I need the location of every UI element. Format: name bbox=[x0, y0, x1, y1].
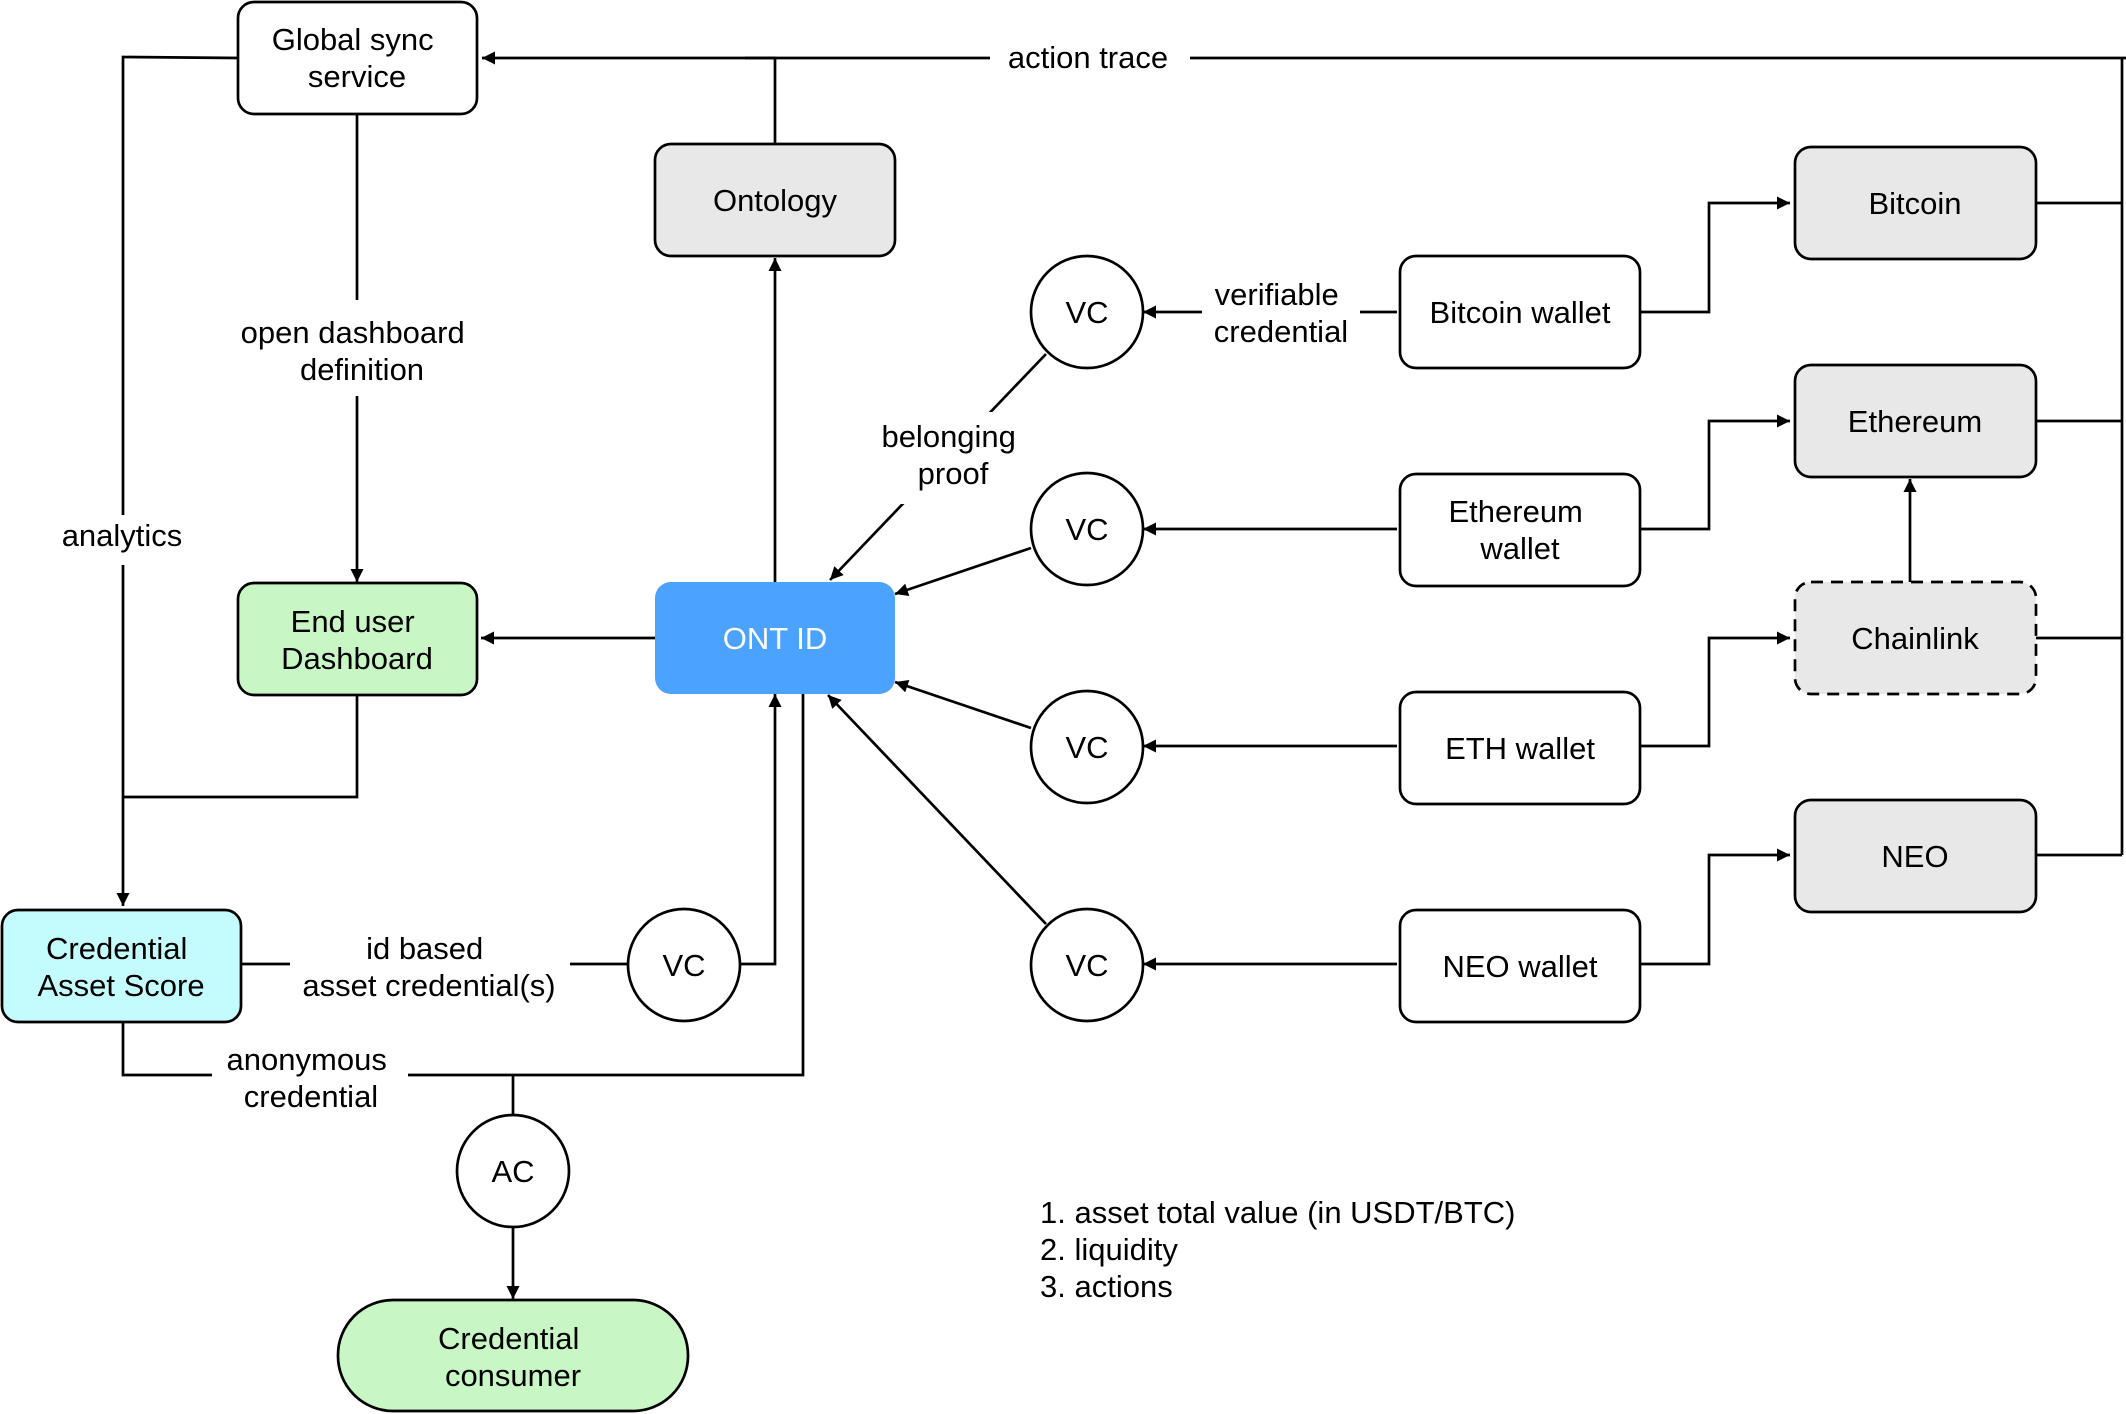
svg-text:NEO wallet: NEO wallet bbox=[1442, 949, 1597, 984]
svg-text:AC: AC bbox=[491, 1154, 534, 1189]
svg-text:Global sync service: Global sync service bbox=[272, 22, 443, 94]
node-vc-neo: VC bbox=[1029, 907, 1145, 1023]
node-vc-bitcoin: VC bbox=[1029, 254, 1145, 370]
label-anonymous-credential: anonymous credential bbox=[227, 1042, 396, 1114]
node-ont-id: ONT ID bbox=[655, 582, 895, 694]
svg-text:ONT ID: ONT ID bbox=[723, 621, 828, 656]
label-action-trace: action trace bbox=[1008, 40, 1168, 75]
node-vc-eth: VC bbox=[1029, 689, 1145, 805]
node-dashboard: End user Dashboard bbox=[236, 581, 479, 697]
note-item: 1. asset total value (in USDT/BTC) bbox=[1040, 1195, 1516, 1230]
note-item: 3. actions bbox=[1040, 1269, 1173, 1304]
svg-text:Credential Asset Score: Credential Asset Score bbox=[37, 931, 204, 1003]
node-chainlink: Chainlink bbox=[1793, 580, 2038, 696]
edge-vc-ontid bbox=[740, 694, 782, 966]
node-neo-wallet: NEO wallet bbox=[1398, 908, 1642, 1024]
node-vc-asset: VC bbox=[626, 907, 742, 1023]
edge-btcwallet-bitcoin bbox=[1636, 196, 1790, 314]
node-neo: NEO bbox=[1793, 798, 2038, 914]
edge-analytics bbox=[116, 55, 239, 906]
edge-labels: action trace open dashboard definition a… bbox=[50, 38, 1360, 1120]
svg-text:NEO: NEO bbox=[1881, 839, 1948, 874]
label-open-dashboard: open dashboard definition bbox=[241, 315, 474, 387]
edge-eth-chainlink bbox=[1636, 631, 1790, 748]
node-ontology: Ontology bbox=[653, 142, 897, 258]
svg-text:VC: VC bbox=[1065, 512, 1108, 547]
node-ethereum-wallet: Ethereum wallet bbox=[1398, 472, 1642, 588]
svg-text:Chainlink: Chainlink bbox=[1851, 621, 1979, 656]
svg-text:VC: VC bbox=[662, 948, 705, 983]
note-item: 2. liquidity bbox=[1040, 1232, 1178, 1267]
label-analytics: analytics bbox=[62, 518, 183, 553]
nodes: Global sync service Ontology Bitcoin Eth… bbox=[0, 0, 2038, 1413]
edge-ethwallet-ethereum bbox=[1636, 414, 1790, 531]
node-ethereum: Ethereum bbox=[1793, 363, 2038, 479]
svg-text:Ethereum wallet: Ethereum wallet bbox=[1448, 494, 1591, 566]
edge-anonymous bbox=[121, 694, 805, 1077]
svg-text:Ontology: Ontology bbox=[713, 183, 838, 218]
edge-vc3-ontid bbox=[894, 680, 1032, 730]
svg-text:VC: VC bbox=[1065, 730, 1108, 765]
node-bitcoin: Bitcoin bbox=[1793, 145, 2038, 261]
label-id-based: id based asset credential(s) bbox=[302, 931, 555, 1003]
edge-vc4-ontid bbox=[827, 694, 1047, 925]
node-asset-score: Credential Asset Score bbox=[0, 908, 243, 1024]
edge-dashboard-score bbox=[123, 694, 359, 799]
svg-text:VC: VC bbox=[1065, 948, 1108, 983]
node-bitcoin-wallet: Bitcoin wallet bbox=[1398, 254, 1642, 370]
svg-text:Credential consumer: Credential consumer bbox=[438, 1321, 588, 1393]
notes-list: 1. asset total value (in USDT/BTC) 2. li… bbox=[1040, 1195, 1516, 1304]
svg-text:Bitcoin: Bitcoin bbox=[1868, 186, 1961, 221]
node-eth-wallet: ETH wallet bbox=[1398, 690, 1642, 806]
svg-text:Bitcoin wallet: Bitcoin wallet bbox=[1430, 295, 1611, 330]
svg-text:ETH wallet: ETH wallet bbox=[1445, 731, 1595, 766]
node-vc-ethereum: VC bbox=[1029, 471, 1145, 587]
node-ac: AC bbox=[455, 1113, 571, 1229]
edge-ontology-sync bbox=[745, 56, 777, 144]
node-credential-consumer: Credential consumer bbox=[336, 1298, 690, 1413]
svg-text:Ethereum: Ethereum bbox=[1848, 404, 1982, 439]
edge-neowallet-neo bbox=[1636, 848, 1790, 966]
label-verifiable-credential: verifiable credential bbox=[1214, 277, 1348, 349]
svg-text:End user Dashboard: End user Dashboard bbox=[281, 604, 433, 676]
node-global-sync: Global sync service bbox=[236, 0, 479, 116]
edge-vc2-ontid bbox=[894, 546, 1032, 596]
label-belonging-proof: belonging proof bbox=[881, 419, 1024, 491]
svg-text:VC: VC bbox=[1065, 295, 1108, 330]
